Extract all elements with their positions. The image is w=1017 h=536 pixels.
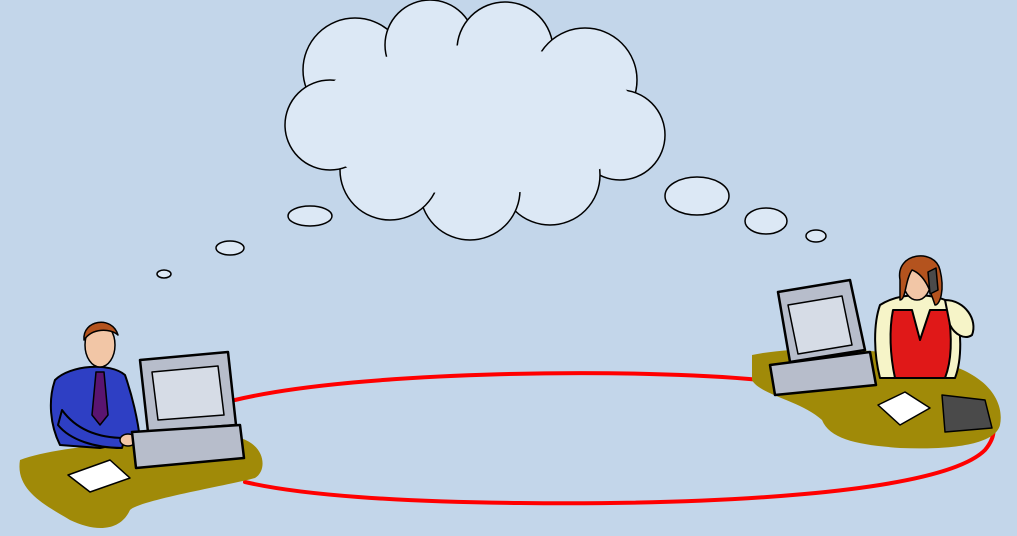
woman-desk-phone (942, 395, 992, 432)
woman-phone-receiver (928, 268, 938, 294)
